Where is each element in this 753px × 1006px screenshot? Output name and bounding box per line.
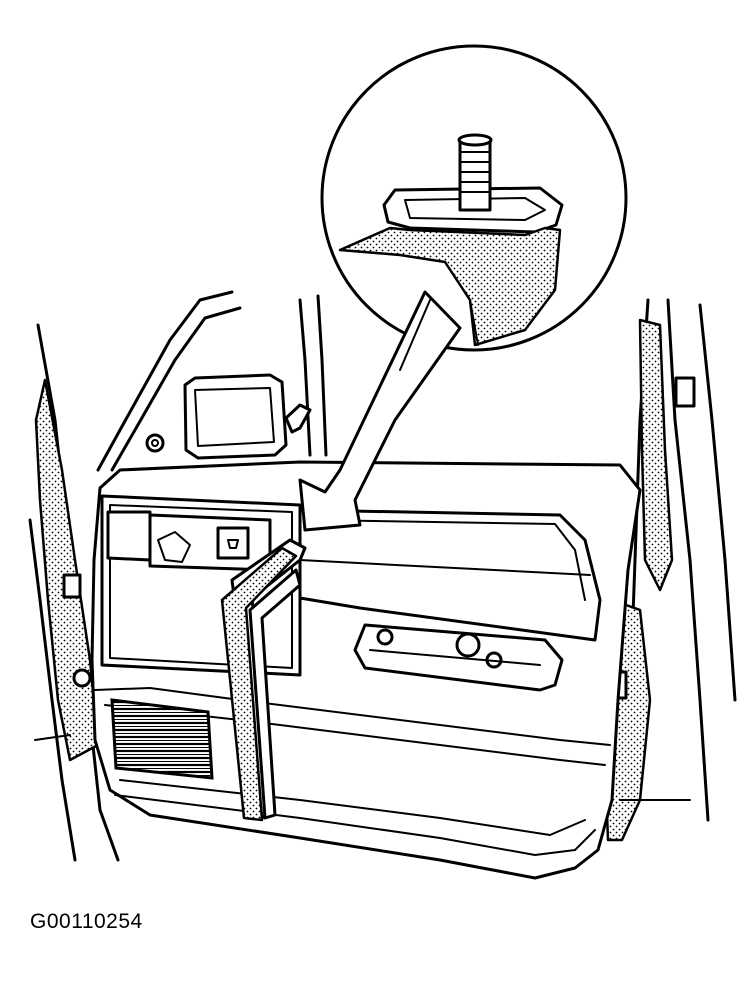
detail-callout-circle bbox=[320, 44, 628, 352]
trim-strip-being-removed bbox=[220, 538, 307, 822]
door-trim-panel bbox=[90, 460, 642, 880]
mirror-bracket bbox=[183, 373, 312, 460]
left-door-frame bbox=[28, 323, 120, 862]
figure-id-label: G00110254 bbox=[30, 910, 143, 933]
window-frame bbox=[96, 290, 328, 472]
callout-arrow bbox=[298, 290, 462, 532]
